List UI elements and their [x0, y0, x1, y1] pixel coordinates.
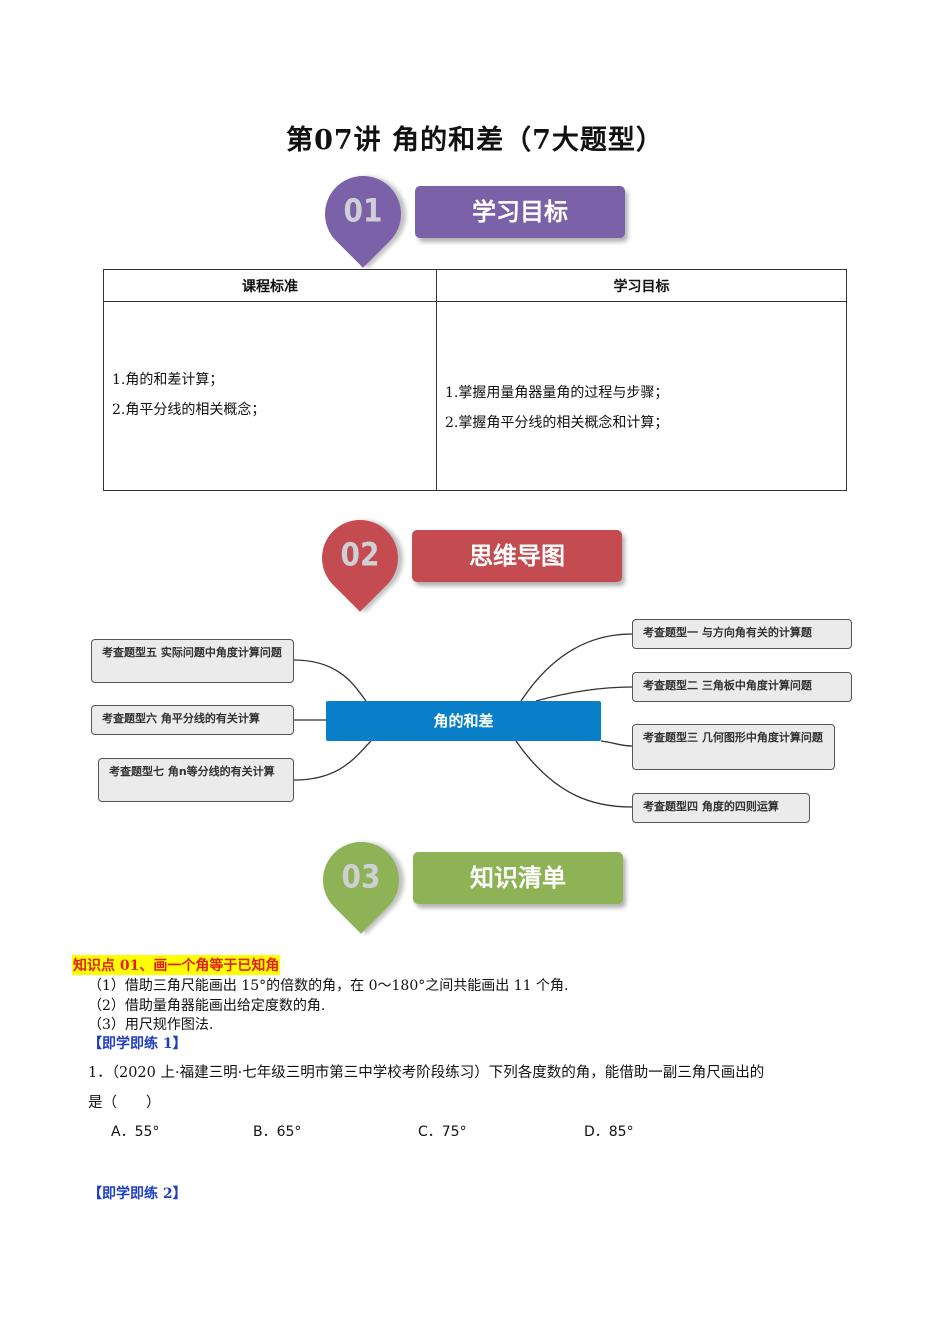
option-b: B．65°	[253, 1124, 302, 1140]
section-number: 02	[340, 535, 380, 574]
mind-map: 角的和差 考查题型五 实际问题中角度计算问题 考查题型六 角平分线的有关计算 考…	[86, 608, 866, 830]
mind-map-connectors	[293, 633, 633, 808]
section-title-bar	[413, 852, 623, 904]
knowledge-point-heading: 知识点 01、画一个角等于已知角	[72, 955, 281, 975]
mind-map-center: 角的和差	[326, 701, 601, 741]
section-title-bar	[412, 530, 622, 582]
mind-map-node: 考查题型一 与方向角有关的计算题	[632, 619, 852, 649]
practice-label-2: 【即学即练 2】	[88, 1186, 187, 1202]
mind-map-node: 考查题型二 三角板中角度计算问题	[632, 672, 852, 702]
option-d: D．85°	[584, 1124, 634, 1140]
page-title: 第07讲 角的和差（7大题型）	[286, 125, 664, 156]
table-header-goals: 学习目标	[436, 269, 847, 302]
knowledge-line: （2）借助量角器能画出给定度数的角.	[88, 998, 326, 1014]
goals-cell: 1.掌握用量角器量角的过程与步骤； 2.掌握角平分线的相关概念和计算；	[436, 301, 847, 491]
standard-cell: 1.角的和差计算； 2.角平分线的相关概念；	[103, 301, 437, 491]
goal-item: 2.掌握角平分线的相关概念和计算；	[445, 415, 669, 431]
section-number: 03	[341, 857, 381, 896]
question-stem-cont: 是（ ）	[88, 1095, 161, 1111]
option-a: A．55°	[111, 1124, 160, 1140]
mind-map-node: 考查题型三 几何图形中角度计算问题	[632, 724, 835, 770]
mind-map-node: 考查题型六 角平分线的有关计算	[91, 705, 294, 735]
knowledge-line: （3）用尺规作图法.	[88, 1017, 214, 1033]
section-title: 知识清单	[470, 864, 566, 892]
standard-item: 1.角的和差计算；	[112, 372, 224, 388]
section-number: 01	[343, 191, 383, 230]
section-title: 思维导图	[469, 542, 565, 570]
mind-map-node: 考查题型七 角n等分线的有关计算	[98, 758, 294, 802]
goal-item: 1.掌握用量角器量角的过程与步骤；	[445, 385, 669, 401]
section-title: 学习目标	[472, 198, 568, 226]
mind-map-node: 考查题型五 实际问题中角度计算问题	[91, 639, 294, 683]
question-stem: 1．（2020 上·福建三明·七年级三明市第三中学校考阶段练习）下列各度数的角，…	[88, 1065, 765, 1081]
practice-label-1: 【即学即练 1】	[88, 1036, 187, 1052]
knowledge-line: （1）借助三角尺能画出 15°的倍数的角，在 0～180°之间共能画出 11 个…	[88, 978, 569, 994]
option-c: C．75°	[418, 1124, 467, 1140]
table-header-standard: 课程标准	[103, 269, 437, 302]
section-title-bar	[415, 186, 625, 238]
curriculum-table: 课程标准 学习目标 1.角的和差计算； 2.角平分线的相关概念； 1.掌握用量角…	[103, 269, 847, 491]
mind-map-node: 考查题型四 角度的四则运算	[632, 793, 810, 823]
standard-item: 2.角平分线的相关概念；	[112, 402, 266, 418]
